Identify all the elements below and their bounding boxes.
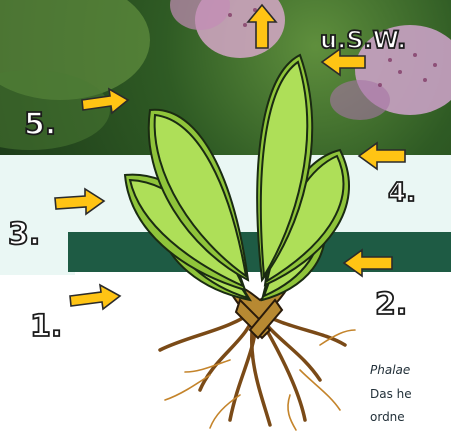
label-4: 4. xyxy=(388,180,416,206)
arrow-3-icon xyxy=(55,189,104,214)
label-3: 3. xyxy=(8,220,40,250)
body-text-line-1: Das he xyxy=(370,387,451,401)
label-usw: u.S.W. xyxy=(320,28,406,52)
label-5: 5. xyxy=(24,110,56,140)
label-2: 2. xyxy=(375,290,407,320)
label-1: 1. xyxy=(30,312,62,342)
arrow-4-icon xyxy=(359,143,405,169)
arrow-5-icon xyxy=(82,89,128,113)
body-text-line-2: ordne xyxy=(370,410,451,424)
arrow-2-icon xyxy=(344,250,392,276)
arrow-1-icon xyxy=(70,285,120,309)
species-name-text: Phalae xyxy=(370,363,451,377)
arrow-up-icon xyxy=(248,5,276,48)
